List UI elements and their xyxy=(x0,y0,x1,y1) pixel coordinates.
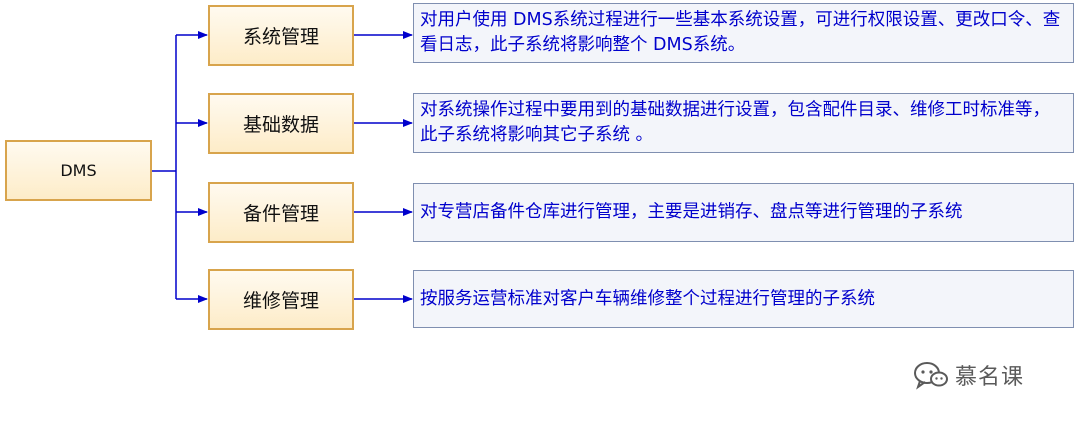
subsystem-node-system-management: 系统管理 xyxy=(208,5,354,66)
watermark-text: 慕名课 xyxy=(955,365,1025,390)
description-text: 对系统操作过程中要用到的基础数据进行设置，包含配件目录、维修工时标准等，此子系统… xyxy=(420,100,1050,145)
subsystem-node-basic-data: 基础数据 xyxy=(208,93,354,154)
description-box-system-management: 对用户使用 DMS系统过程进行一些基本系统设置，可进行权限设置、更改口令、查看日… xyxy=(413,3,1074,63)
subsystem-label: 系统管理 xyxy=(242,26,319,48)
subsystem-label: 备件管理 xyxy=(242,203,319,225)
description-text: 对专营店备件仓库进行管理，主要是进销存、盘点等进行管理的子系统 xyxy=(420,202,963,222)
wechat-icon xyxy=(914,362,948,390)
subsystem-label: 基础数据 xyxy=(242,114,319,136)
subsystem-node-parts-management: 备件管理 xyxy=(208,182,354,243)
description-box-parts-management: 对专营店备件仓库进行管理，主要是进销存、盘点等进行管理的子系统 xyxy=(413,183,1074,242)
subsystem-label: 维修管理 xyxy=(242,290,319,312)
description-box-basic-data: 对系统操作过程中要用到的基础数据进行设置，包含配件目录、维修工时标准等，此子系统… xyxy=(413,93,1074,153)
description-box-repair-management: 按服务运营标准对客户车辆维修整个过程进行管理的子系统 xyxy=(413,270,1074,328)
subsystem-node-repair-management: 维修管理 xyxy=(208,269,354,330)
description-text: 按服务运营标准对客户车辆维修整个过程进行管理的子系统 xyxy=(420,288,875,309)
root-node-label: DMS xyxy=(60,161,97,180)
watermark: 慕名课 xyxy=(913,356,1073,394)
root-node-dms: DMS xyxy=(5,140,152,201)
description-text: 对用户使用 DMS系统过程进行一些基本系统设置，可进行权限设置、更改口令、查看日… xyxy=(420,10,1061,55)
